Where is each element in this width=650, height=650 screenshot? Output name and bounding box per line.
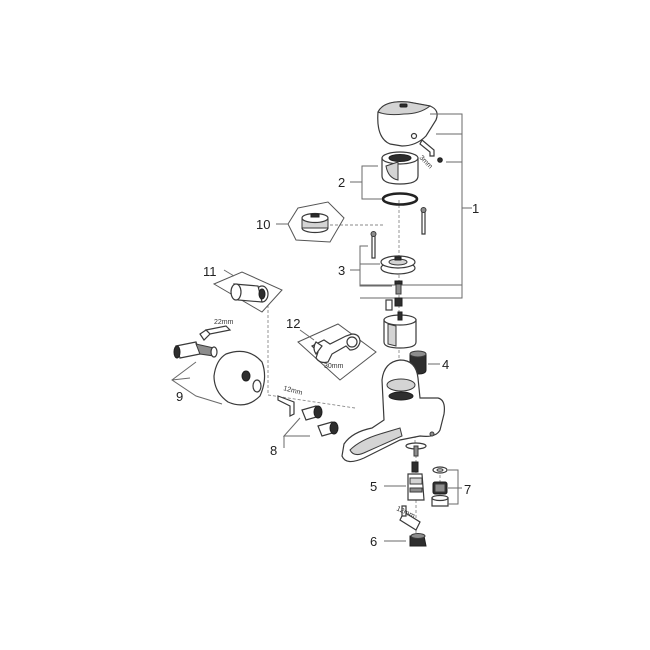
callout-2: 2 xyxy=(338,175,345,190)
callout-3-bracket xyxy=(350,245,392,287)
handle-lever xyxy=(377,101,438,147)
callout-10: 10 xyxy=(256,217,270,232)
callout-11-leader xyxy=(223,269,235,277)
hex-key-3mm-label: 3mm xyxy=(418,154,434,170)
callout-12: 12 xyxy=(286,316,300,331)
callout-8: 8 xyxy=(270,443,277,458)
hex-key-12mm-right-icon xyxy=(399,505,421,531)
callout-9: 9 xyxy=(176,389,183,404)
o-ring xyxy=(381,192,419,206)
callout-4: 4 xyxy=(442,357,449,372)
callout-3: 3 xyxy=(338,263,345,278)
hex-key-22mm-icon xyxy=(199,325,232,341)
part-12-panel xyxy=(297,323,377,381)
diverter-valve xyxy=(407,461,425,501)
callout-2-bracket xyxy=(350,165,382,200)
small-screw xyxy=(394,280,403,295)
hex-key-12mm-left-icon xyxy=(277,395,295,417)
hex-key-22mm-label: 22mm xyxy=(214,319,234,326)
callout-9-bracket xyxy=(171,361,223,405)
aerator-set xyxy=(431,466,449,507)
wall-flange xyxy=(213,350,266,406)
connector-nuts xyxy=(301,405,339,437)
eccentric-connector xyxy=(173,341,218,359)
callout-8-bracket xyxy=(282,417,310,448)
callout-1-bracket xyxy=(360,113,472,299)
hex-key-12mm-left-label: 12mm xyxy=(282,385,303,397)
mixer-body xyxy=(341,359,445,463)
callout-6: 6 xyxy=(370,534,377,549)
callout-5: 5 xyxy=(370,479,377,494)
callout-7-bracket xyxy=(448,469,462,505)
cover-cap xyxy=(381,151,419,185)
cartridge xyxy=(383,297,417,349)
bottom-nut xyxy=(409,533,427,547)
fixing-pins xyxy=(370,207,427,259)
callout-12-leader xyxy=(299,329,315,341)
callout-1: 1 xyxy=(472,201,479,216)
clamping-ring xyxy=(380,255,416,275)
hex-key-3mm-icon xyxy=(410,132,443,163)
part-10-panel xyxy=(287,201,345,243)
callout-11: 11 xyxy=(203,264,217,279)
wrench-30mm-label: 30mm xyxy=(324,363,344,370)
callout-7: 7 xyxy=(464,482,471,497)
part-11-panel xyxy=(212,271,283,313)
